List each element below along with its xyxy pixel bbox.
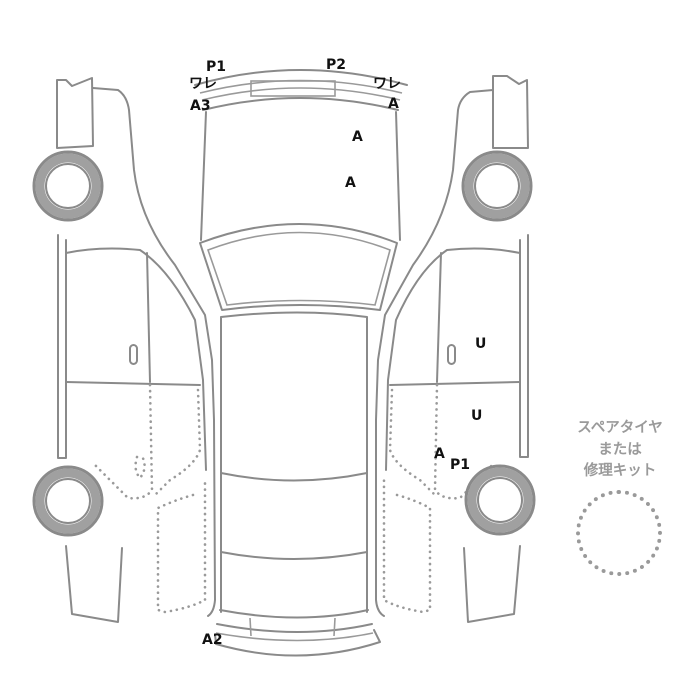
left-door-pillar — [146, 252, 151, 383]
left-body-outline — [92, 87, 216, 617]
left-front-mudflap — [56, 77, 94, 149]
left-rear-door-outline — [90, 383, 154, 500]
roof-rear-line — [220, 472, 368, 482]
windshield-outer — [199, 223, 398, 311]
damage-mark-a-quarter[interactable]: A — [434, 446, 445, 462]
rear-license-plate — [249, 617, 336, 637]
front-license-plate — [250, 80, 336, 97]
spare-tire-label-line1: スペアタイヤ — [577, 420, 663, 436]
right-door-pillar — [436, 252, 442, 383]
left-door-handle — [129, 344, 138, 365]
damage-mark-p2-front[interactable]: P2 — [326, 57, 347, 73]
right-rear-mudflap — [463, 545, 521, 623]
damage-mark-a3-front[interactable]: A3 — [190, 98, 211, 114]
front-bumper-outer — [194, 69, 408, 86]
damage-mark-u-rear-door[interactable]: U — [471, 408, 483, 424]
right-rear-wheel — [464, 464, 536, 536]
left-rocker-panel — [57, 234, 67, 459]
right-body-outline — [375, 89, 494, 617]
left-rear-quarter — [156, 478, 207, 614]
left-rear-mudflap — [65, 545, 123, 623]
damage-mark-a-hood-2[interactable]: A — [345, 175, 356, 191]
rear-bumper-band-dark — [215, 632, 374, 642]
right-body-inner-line — [385, 247, 521, 471]
right-front-mudflap — [492, 75, 529, 149]
left-front-wheel — [32, 150, 104, 222]
left-rear-door-curve — [153, 388, 202, 497]
front-bumper-band-top — [199, 79, 403, 94]
left-fuel-lid — [134, 454, 146, 481]
damage-mark-p1-quarter[interactable]: P1 — [450, 457, 471, 473]
rear-bumper-outer — [214, 629, 381, 657]
right-door-handle — [447, 344, 456, 365]
damage-mark-p1-front[interactable]: P1 — [206, 59, 227, 75]
damage-mark-crack-right[interactable]: ワレ — [373, 76, 401, 92]
right-rear-door-outline — [433, 383, 497, 500]
damage-mark-a2-rear[interactable]: A2 — [202, 632, 223, 648]
left-side-view — [32, 77, 216, 623]
front-bumper-lower — [202, 97, 399, 111]
rear-window-line — [220, 551, 368, 560]
spare-tire-label-line2: または — [598, 442, 642, 458]
damage-mark-crack-left[interactable]: ワレ — [189, 76, 217, 92]
right-door-beltline — [389, 381, 521, 386]
rear-bumper-top — [219, 609, 369, 619]
left-door-beltline — [65, 381, 201, 386]
right-rocker-panel — [519, 234, 529, 458]
damage-mark-a-front[interactable]: A — [388, 96, 399, 112]
damage-mark-a-hood-1[interactable]: A — [352, 129, 363, 145]
right-rear-quarter — [382, 478, 432, 614]
front-bumper-band-bottom — [201, 87, 401, 101]
spare-tire-icon[interactable] — [576, 490, 662, 576]
right-side-view — [375, 75, 536, 623]
hood-outline — [200, 111, 401, 241]
windshield-inner — [206, 231, 391, 306]
damage-mark-u-front-door[interactable]: U — [475, 336, 487, 352]
rear-bumper-band — [216, 623, 373, 633]
cabin-outline — [220, 311, 368, 613]
left-body-inner-line — [65, 247, 207, 471]
spare-tire-label-line3: 修理キット — [583, 463, 657, 479]
top-view — [194, 69, 408, 657]
left-rear-wheel — [32, 465, 104, 537]
right-front-wheel — [461, 150, 533, 222]
right-rear-door-curve — [388, 388, 437, 497]
